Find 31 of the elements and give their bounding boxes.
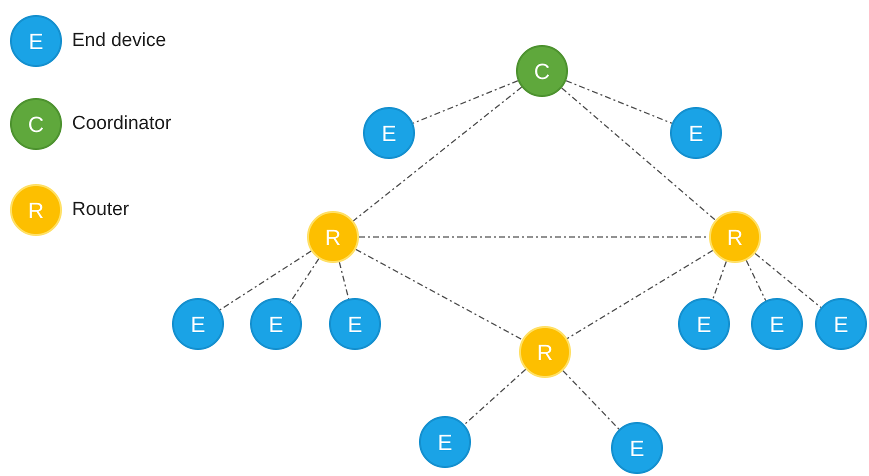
connector-line	[566, 250, 714, 340]
end-device-node: E	[10, 15, 62, 67]
node-label: Coordinator	[72, 114, 172, 133]
connector-line	[359, 236, 709, 238]
router-node: R	[709, 211, 761, 263]
router-node: R	[307, 211, 359, 263]
end-device-node: E	[611, 422, 663, 474]
connector-line	[220, 250, 312, 310]
end-device-node: E	[363, 107, 415, 159]
router-node: R	[10, 184, 62, 236]
connector-line	[352, 86, 522, 222]
end-device-node: E	[419, 416, 471, 468]
connector-line	[754, 253, 822, 308]
coordinator-node: C	[10, 98, 62, 150]
end-device-node: E	[329, 298, 381, 350]
connector-line	[464, 368, 526, 426]
end-device-node: E	[678, 298, 730, 350]
node-label: Router	[72, 200, 130, 219]
coordinator-node: C	[516, 45, 568, 97]
router-node: R	[519, 326, 571, 378]
end-device-node: E	[751, 298, 803, 350]
connector-line	[561, 87, 716, 221]
connector-line	[338, 262, 350, 299]
end-device-node: E	[670, 107, 722, 159]
end-device-node: E	[815, 298, 867, 350]
connector-line	[290, 258, 320, 303]
connector-line	[712, 261, 727, 300]
node-label: End device	[72, 31, 166, 50]
end-device-node: E	[172, 298, 224, 350]
connector-line	[562, 370, 620, 430]
end-device-node: E	[250, 298, 302, 350]
